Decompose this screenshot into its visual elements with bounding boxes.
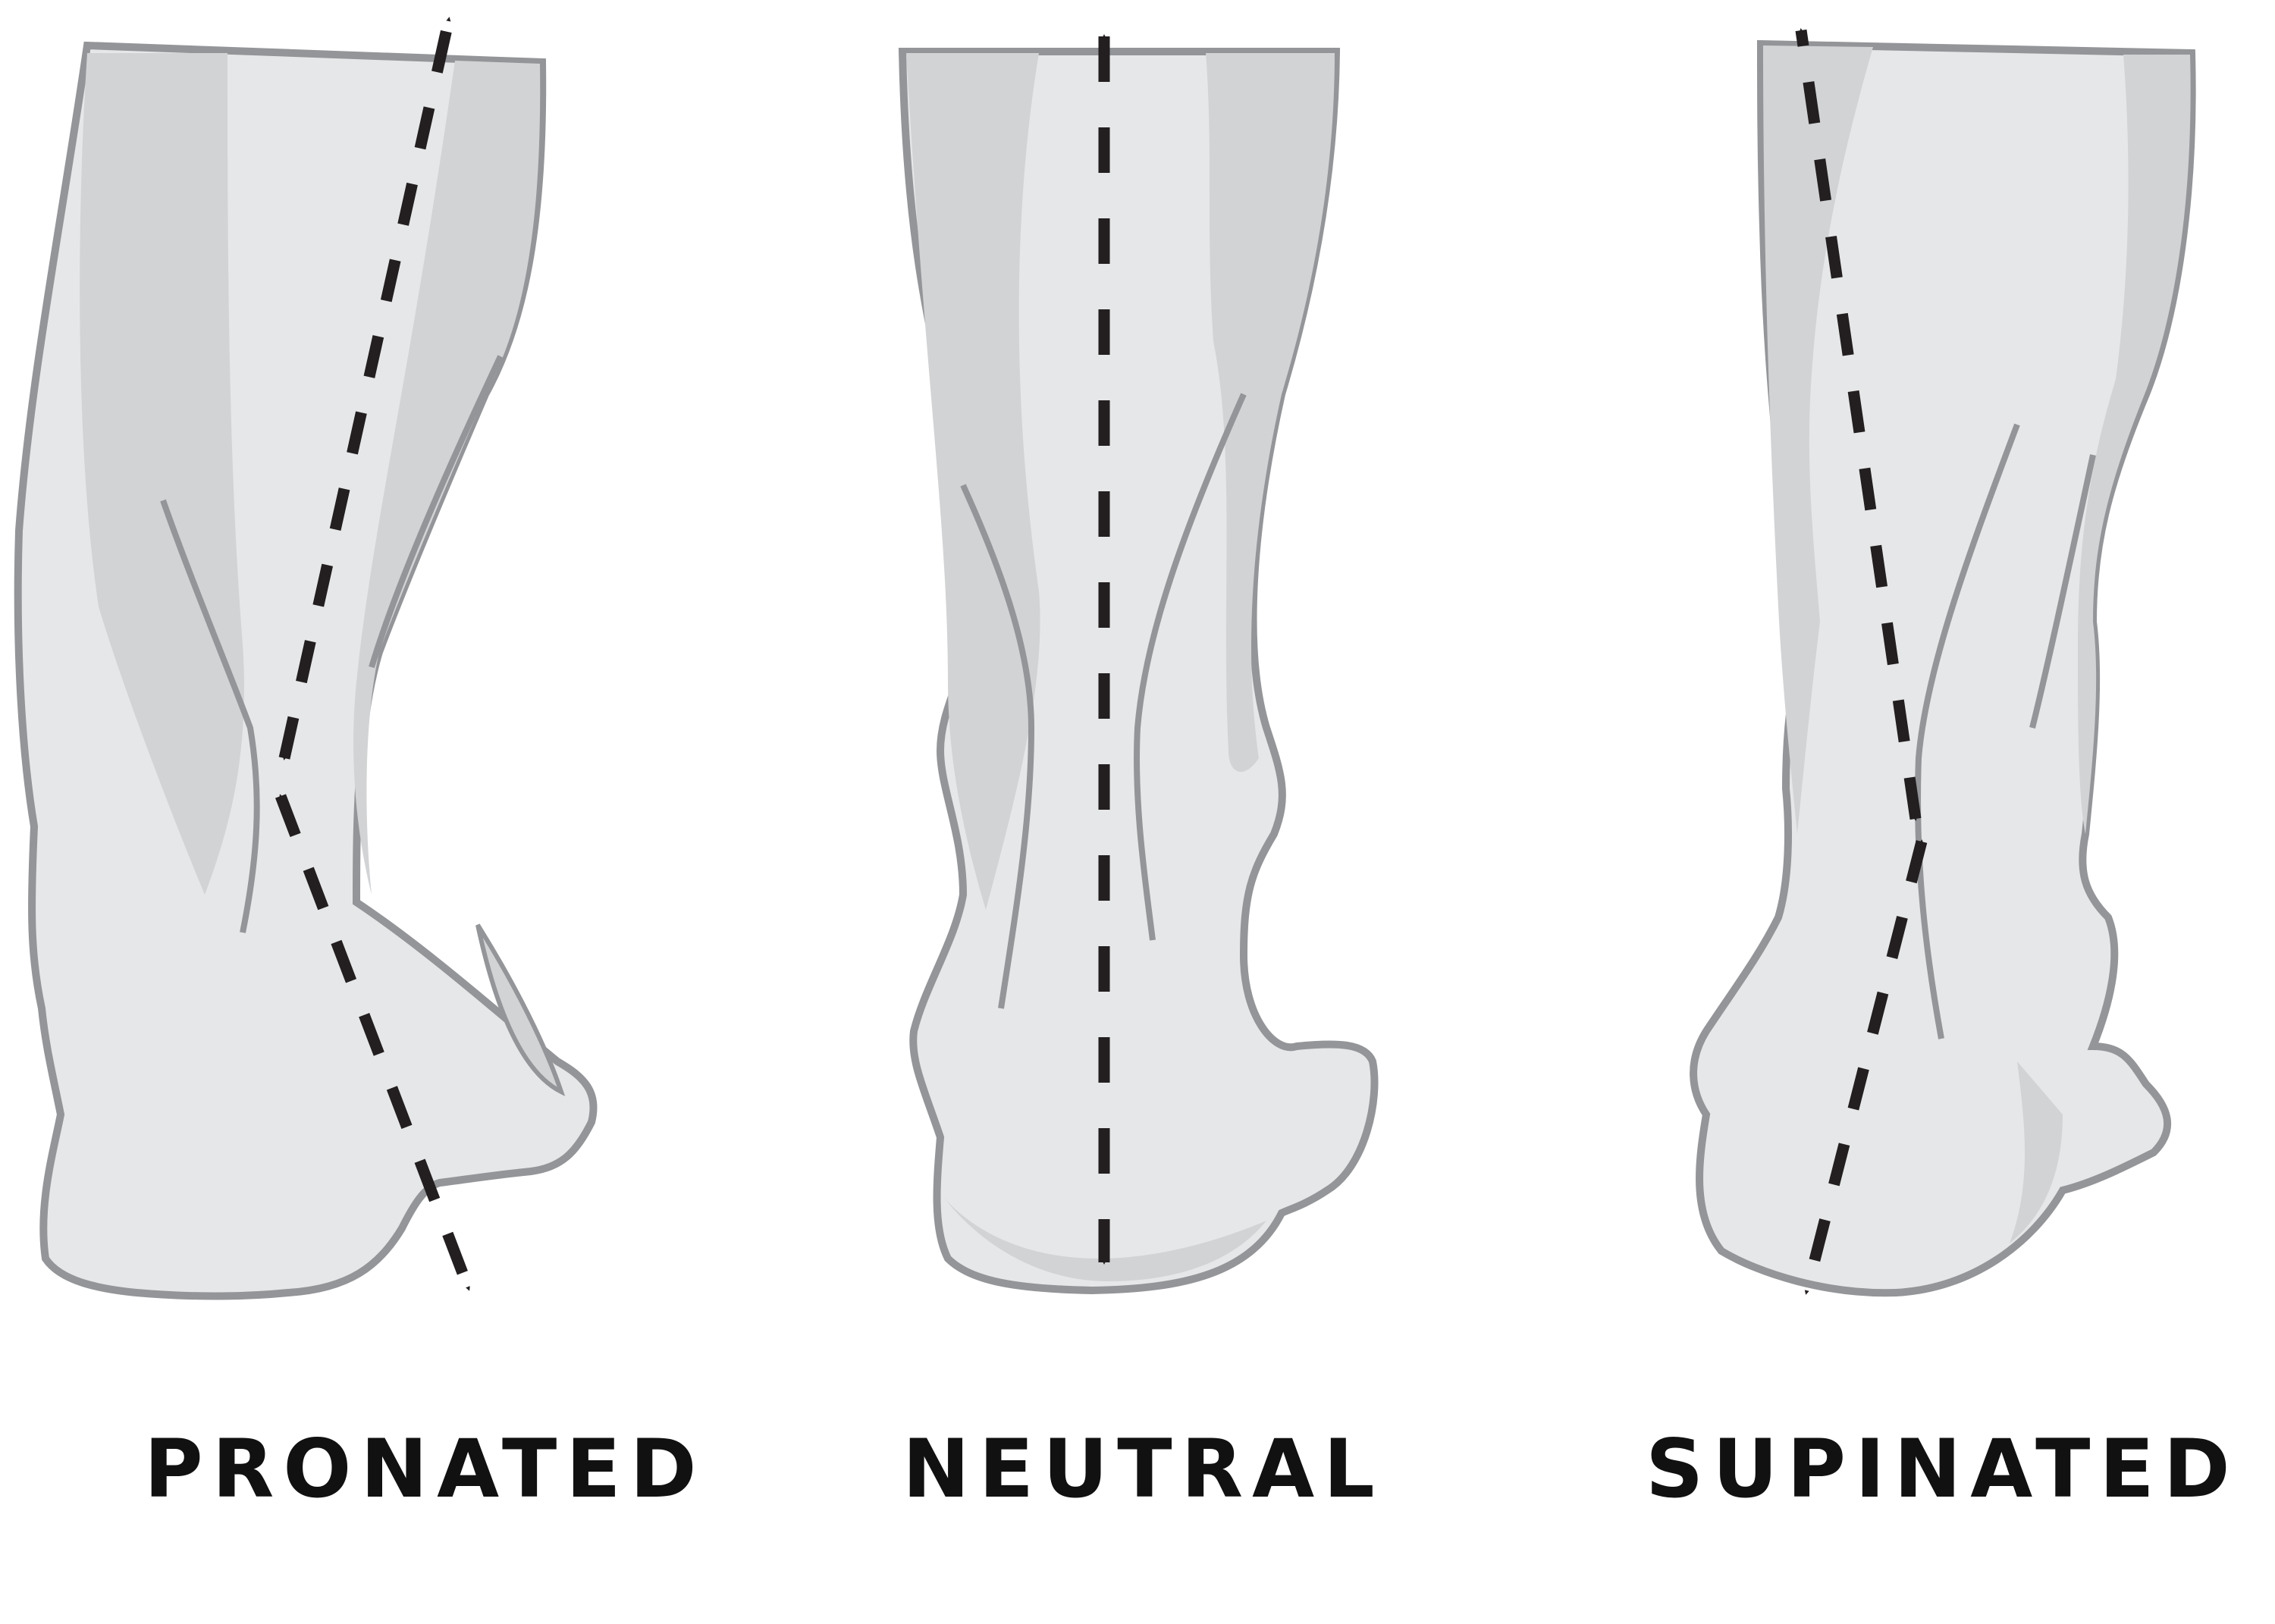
- pronated-ankle-bone: [475, 923, 566, 1096]
- pronated-inner-contour: [160, 499, 260, 933]
- pronated-shade-left: [80, 53, 244, 895]
- supinated-panel: [1690, 28, 2196, 1297]
- supinated-leg-axis-arrow: [1795, 28, 1922, 821]
- neutral-inner-contour: [960, 484, 1035, 1009]
- neutral-shade-left: [906, 53, 1040, 910]
- neutral-leg-illustration: [898, 48, 1379, 1295]
- supinated-shade-right: [2078, 55, 2191, 834]
- pronated-heel-axis-arrow: [275, 794, 475, 1291]
- supinated-shade-left: [1763, 45, 1873, 834]
- supinated-tendon-line: [1915, 423, 2020, 1039]
- supinated-heel-shade: [2010, 1061, 2063, 1243]
- neutral-label: NEUTRAL: [902, 1422, 1384, 1516]
- pronated-panel: [14, 17, 598, 1300]
- neutral-heel-shade: [944, 1198, 1266, 1281]
- pronated-leg-axis-arrow: [278, 17, 455, 760]
- supinated-inner-contour: [2029, 454, 2096, 729]
- neutral-panel: [898, 34, 1379, 1295]
- supinated-label: SUPINATED: [1646, 1422, 2239, 1516]
- neutral-tendon-line: [1134, 393, 1247, 941]
- pronated-label: PRONATED: [144, 1422, 706, 1516]
- supinated-leg-illustration: [1690, 39, 2196, 1297]
- neutral-shade-right: [1206, 53, 1335, 773]
